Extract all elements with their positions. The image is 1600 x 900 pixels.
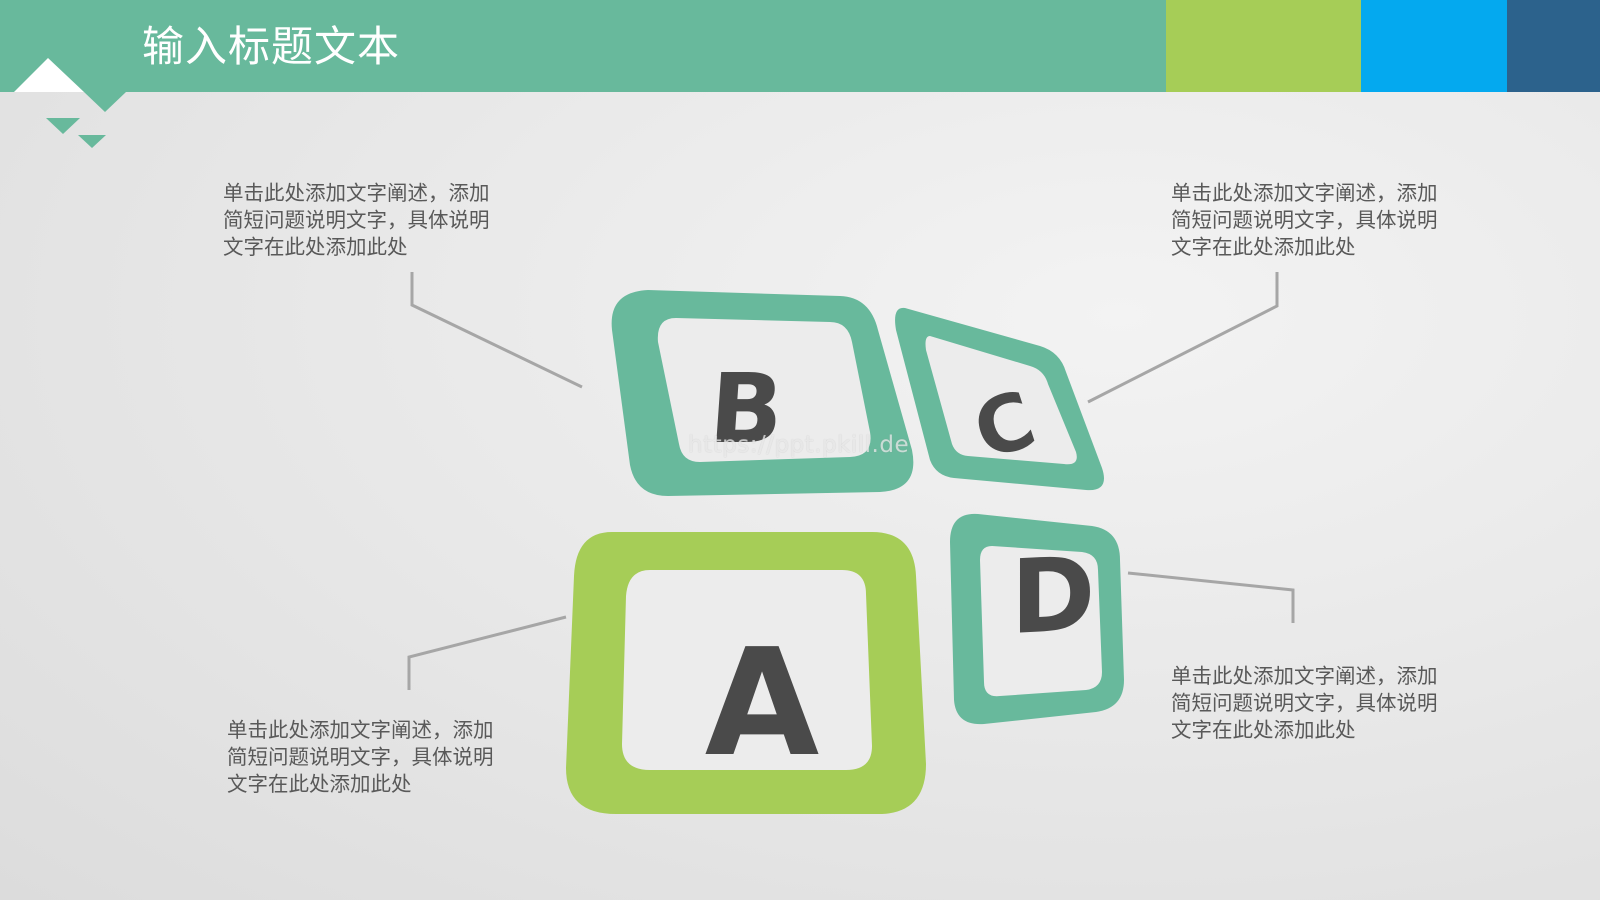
- block-c: C: [895, 307, 1104, 491]
- caption-line: 单击此处添加文字阐述，添加: [1171, 664, 1438, 688]
- header-navy-block: [1507, 0, 1600, 92]
- caption-line: 简短问题说明文字，具体说明: [1171, 208, 1438, 232]
- block-d-letter: D: [1011, 535, 1096, 658]
- caption-line: 单击此处添加文字阐述，添加: [227, 718, 494, 742]
- caption-line: 文字在此处添加此处: [1171, 718, 1356, 742]
- header-bar: [0, 0, 1600, 92]
- block-a-letter: A: [705, 617, 820, 789]
- header-green-band: [0, 0, 1166, 92]
- block-d: D: [950, 513, 1124, 725]
- caption-line: 单击此处添加文字阐述，添加: [1171, 181, 1438, 205]
- caption-line: 文字在此处添加此处: [223, 235, 408, 259]
- caption-bottom-left: 单击此处添加文字阐述，添加 简短问题说明文字，具体说明 文字在此处添加此处: [227, 717, 537, 798]
- connector-line-top-right: [1087, 272, 1279, 404]
- caption-line: 文字在此处添加此处: [1171, 235, 1356, 259]
- block-b-letter: B: [706, 353, 787, 465]
- caption-top-left: 单击此处添加文字阐述，添加 简短问题说明文字，具体说明 文字在此处添加此处: [223, 180, 533, 261]
- connector-line-bottom-left: [407, 615, 567, 690]
- watermark-text: https://ppt.pkill.de: [688, 432, 910, 458]
- page-title: 输入标题文本: [142, 22, 401, 71]
- caption-top-right: 单击此处添加文字阐述，添加 简短问题说明文字，具体说明 文字在此处添加此处: [1171, 180, 1481, 261]
- header-blue-block: [1361, 0, 1507, 92]
- triangle-decoration: [14, 58, 126, 148]
- caption-line: 文字在此处添加此处: [227, 772, 412, 796]
- block-b: B: [611, 290, 914, 496]
- block-a: A: [566, 532, 926, 814]
- caption-line: 简短问题说明文字，具体说明: [1171, 691, 1438, 715]
- connector-line-bottom-right: [1127, 571, 1295, 623]
- caption-line: 单击此处添加文字阐述，添加: [223, 181, 490, 205]
- header-lime-block: [1166, 0, 1361, 92]
- caption-line: 简短问题说明文字，具体说明: [227, 745, 494, 769]
- connector-line-top-left: [410, 272, 583, 389]
- caption-bottom-right: 单击此处添加文字阐述，添加 简短问题说明文字，具体说明 文字在此处添加此处: [1171, 663, 1481, 744]
- caption-line: 简短问题说明文字，具体说明: [223, 208, 490, 232]
